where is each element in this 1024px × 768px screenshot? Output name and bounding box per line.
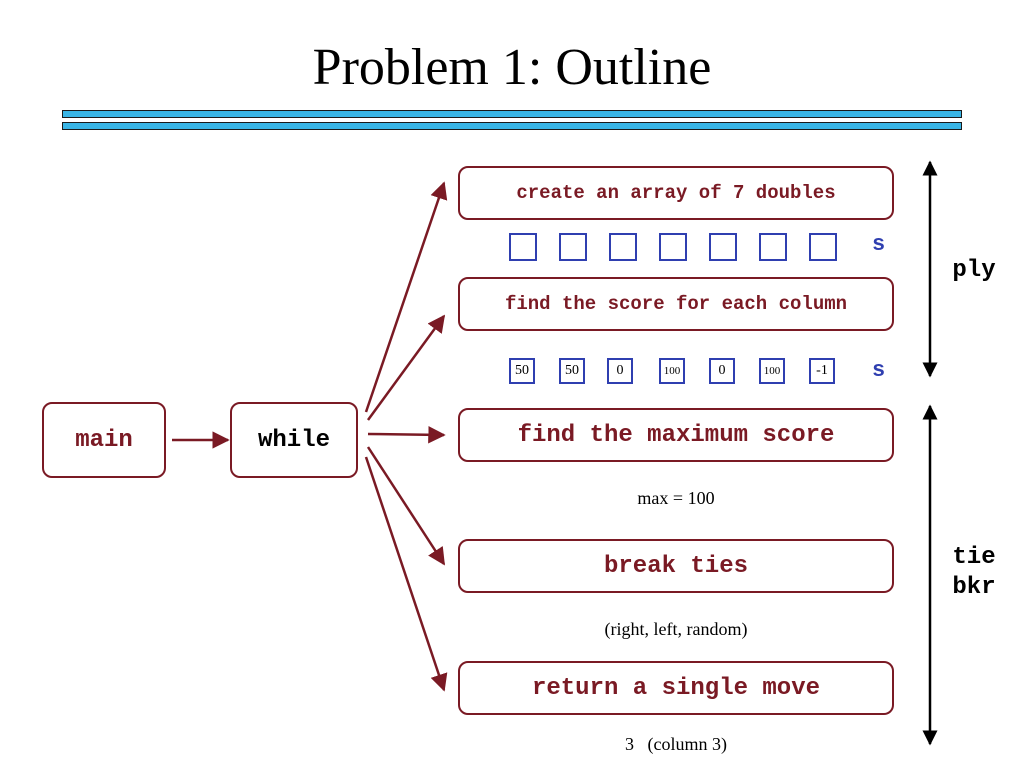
score-cell: 50 — [559, 358, 585, 384]
score-cell: -1 — [809, 358, 835, 384]
title-rule-top — [62, 110, 962, 118]
while-node: while — [230, 402, 358, 478]
ply-label: ply — [952, 257, 996, 284]
empty-array-cell — [759, 233, 787, 261]
empty-array-cell — [809, 233, 837, 261]
break-ties-node: break ties — [458, 539, 894, 593]
main-node: main — [42, 402, 166, 478]
empty-array-cell — [609, 233, 637, 261]
create-array-label: create an array of 7 doubles — [516, 182, 836, 204]
find-max-node: find the maximum score — [458, 408, 894, 462]
bkr-label: bkr — [952, 574, 996, 601]
arrow-while-return — [364, 456, 448, 692]
return-move-node: return a single move — [458, 661, 894, 715]
return-move-label: return a single move — [531, 674, 821, 702]
find-max-label: find the maximum score — [517, 421, 835, 449]
score-cell: 0 — [607, 358, 633, 384]
score-array-label: s — [872, 358, 886, 383]
while-node-label: while — [257, 426, 330, 454]
empty-array-cell — [509, 233, 537, 261]
arrow-while-max — [367, 426, 446, 444]
score-cell: 100 — [659, 358, 685, 384]
find-score-label: find the score for each column — [504, 293, 848, 315]
break-ties-label: break ties — [603, 552, 749, 580]
arrow-while-create — [364, 181, 448, 413]
title-rule-bottom — [62, 122, 962, 130]
score-cell: 100 — [759, 358, 785, 384]
max-note: max = 100 — [637, 488, 715, 508]
create-array-node: create an array of 7 doubles — [458, 166, 894, 220]
score-cell: 50 — [509, 358, 535, 384]
score-cell: 0 — [709, 358, 735, 384]
empty-array-cell — [659, 233, 687, 261]
empty-array-label: s — [872, 232, 886, 257]
arrow-while-score — [366, 314, 446, 421]
main-node-label: main — [75, 426, 133, 454]
empty-array-cell — [709, 233, 737, 261]
find-score-node: find the score for each column — [458, 277, 894, 331]
tie-label: tie — [952, 544, 996, 571]
empty-array-cell — [559, 233, 587, 261]
arrow-while-ties — [366, 446, 446, 566]
tie-order-note: (right, left, random) — [604, 619, 748, 639]
result-note: 3 (column 3) — [625, 734, 727, 754]
page-title: Problem 1: Outline — [312, 39, 712, 96]
